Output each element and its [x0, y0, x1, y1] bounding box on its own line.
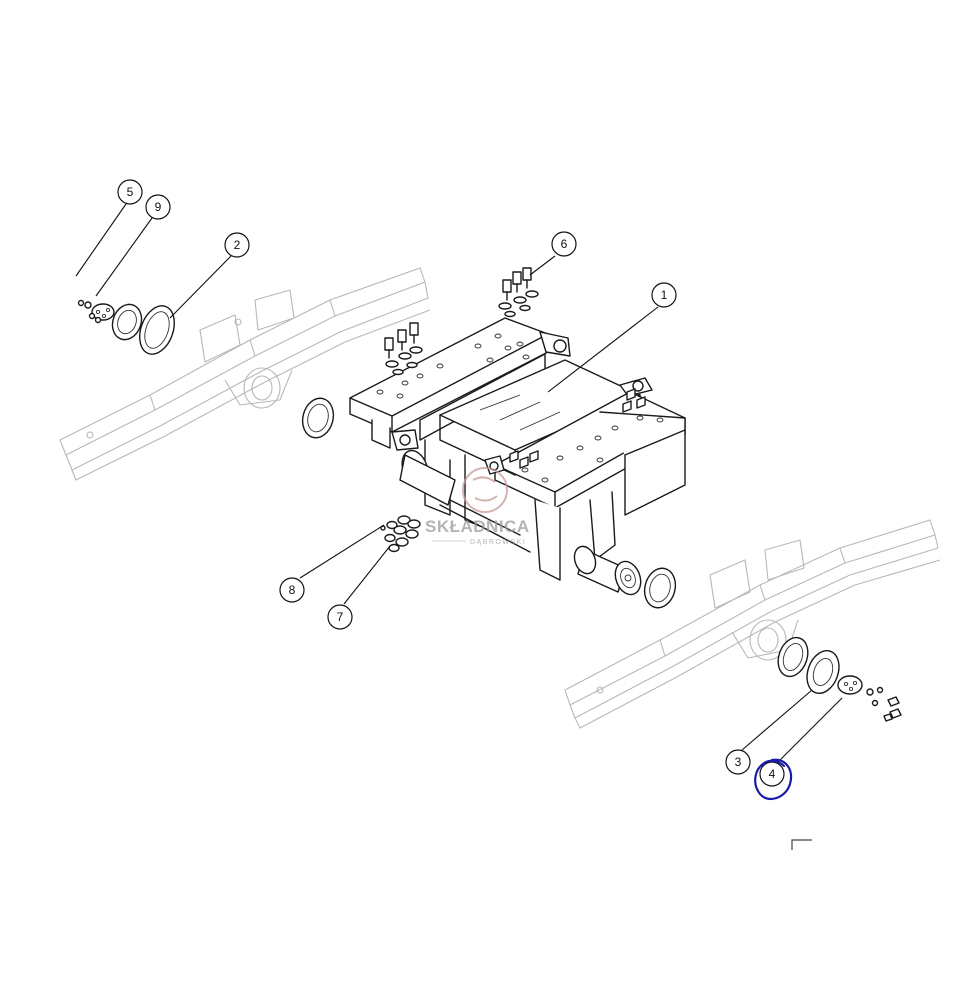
callout-1-label: 1 [661, 288, 668, 302]
callout-3-label: 3 [735, 755, 742, 769]
callout-5: 5 [117, 179, 143, 205]
callout-9: 9 [145, 194, 171, 220]
watermark: SKŁADNICA DĄBROWSKI [425, 467, 530, 546]
leader-lines [75, 203, 843, 763]
callout-2-label: 2 [234, 238, 241, 252]
left-plate-holes [376, 333, 530, 399]
mounted-bolts [509, 388, 646, 469]
main-frame [349, 317, 686, 596]
right-plate-holes [521, 415, 664, 483]
watermark-logo [462, 467, 508, 513]
callout-8: 8 [279, 577, 305, 603]
callout-4: 4 [759, 761, 785, 787]
right-leaf-spring [564, 519, 941, 729]
callout-5-label: 5 [127, 185, 134, 199]
callout-8-label: 8 [289, 583, 296, 597]
callout-6-label: 6 [561, 237, 568, 251]
callout-7: 7 [327, 604, 353, 630]
nut-group-7-8 [380, 515, 421, 553]
watermark-sub-text: DĄBROWSKI [470, 539, 526, 546]
left-leaf-spring [59, 267, 431, 481]
callout-9-label: 9 [155, 200, 162, 214]
left-hub-parts [77, 299, 175, 355]
callout-1: 1 [651, 282, 677, 308]
callout-4-highlight-ring [754, 758, 793, 801]
loose-washers [301, 397, 677, 609]
callout-7-label: 7 [337, 610, 344, 624]
watermark-main-text: SKŁADNICA [425, 517, 530, 536]
right-hub-parts [777, 636, 902, 722]
callout-3: 3 [725, 749, 751, 775]
callout-4-label: 4 [769, 767, 776, 781]
callout-6: 6 [551, 231, 577, 257]
corner-mark [791, 839, 812, 850]
bolt-group-6 [384, 267, 539, 376]
callout-2: 2 [224, 232, 250, 258]
